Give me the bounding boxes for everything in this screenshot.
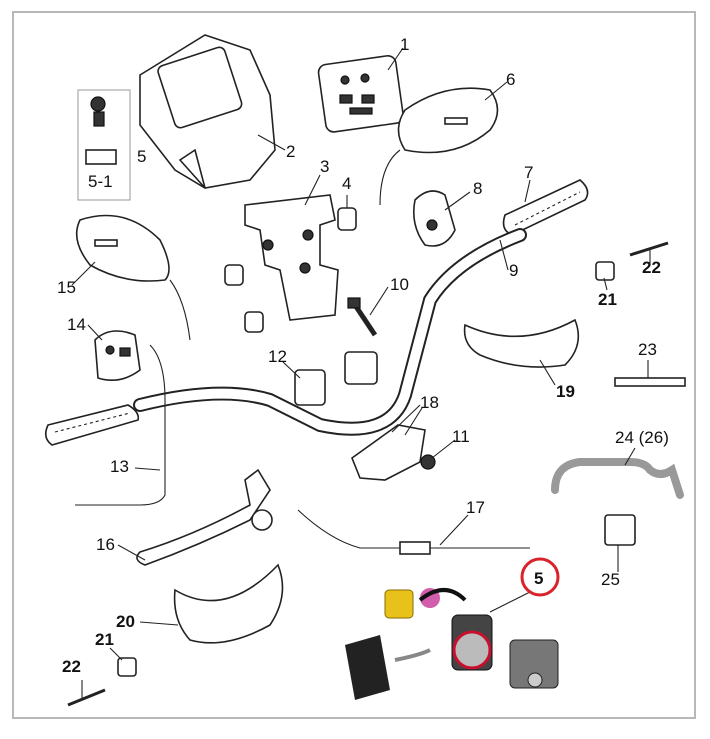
label-22-right: 22 [642, 258, 661, 277]
leader-lines [71, 47, 651, 700]
label-6: 6 [506, 70, 515, 89]
label-21-left: 21 [95, 630, 114, 649]
part-2-speedometer[interactable] [139, 34, 276, 189]
part-8-throttle-housing[interactable] [412, 190, 456, 247]
highlight-circle-5 [520, 557, 560, 597]
part-10-bolt[interactable] [347, 297, 378, 337]
label-3: 3 [320, 157, 329, 176]
label-24-26: 24 (26) [615, 428, 669, 447]
part-17-cable[interactable] [297, 509, 530, 555]
part-14-left-switch[interactable] [94, 330, 141, 381]
part-21-cap-left[interactable] [117, 657, 137, 677]
label-12: 12 [268, 347, 287, 366]
bushing-left-1 [224, 264, 244, 286]
part-16-brake-lever[interactable] [136, 468, 273, 566]
part-23-bar[interactable] [614, 377, 686, 387]
label-16: 16 [96, 535, 115, 554]
part-22-pin-right[interactable] [629, 241, 669, 257]
part-24-handlebar-cover[interactable] [551, 458, 684, 499]
part-12-upper-clamps[interactable] [294, 351, 378, 406]
part-13-cable[interactable] [75, 344, 166, 506]
label-5: 5 [137, 147, 146, 166]
label-19: 19 [556, 382, 575, 401]
label-13: 13 [110, 457, 129, 476]
label-8: 8 [473, 179, 482, 198]
label-10: 10 [390, 275, 409, 294]
part-18-clamp[interactable] [351, 424, 426, 481]
part-19-hand-guard-right[interactable] [463, 318, 580, 368]
label-2: 2 [286, 142, 295, 161]
label-20: 20 [116, 612, 135, 631]
label-5-1: 5-1 [88, 172, 113, 191]
label-15: 15 [57, 278, 76, 297]
label-4: 4 [342, 174, 351, 193]
label-1: 1 [400, 35, 409, 54]
part-1-switch-box[interactable] [317, 55, 404, 133]
part-3-bracket[interactable] [244, 194, 339, 321]
label-7: 7 [524, 163, 533, 182]
part-5-small-kit[interactable] [77, 89, 131, 201]
part-22-pin-left[interactable] [67, 688, 106, 707]
bushing-left-2 [244, 311, 264, 333]
part-25-clip[interactable] [604, 514, 636, 546]
part-4-bushing[interactable] [337, 207, 357, 231]
label-5-highlight: 5 [534, 569, 543, 588]
label-25: 25 [601, 570, 620, 589]
label-23: 23 [638, 340, 657, 359]
part-9-handlebar[interactable] [133, 228, 527, 436]
part-15-left-mirror[interactable] [75, 214, 191, 341]
part-21-cap-right[interactable] [595, 261, 615, 281]
part-20-hand-guard-left[interactable] [173, 563, 284, 644]
label-17: 17 [466, 498, 485, 517]
part-7-right-grip[interactable] [502, 179, 589, 236]
left-grip [44, 404, 140, 446]
part-11-nut[interactable] [420, 454, 436, 470]
label-11: 11 [452, 427, 470, 446]
label-14: 14 [67, 315, 86, 334]
label-18: 18 [420, 393, 439, 412]
label-22-left: 22 [62, 657, 81, 676]
part-6-right-mirror[interactable] [379, 87, 499, 206]
label-9: 9 [509, 261, 518, 280]
label-21-right: 21 [598, 290, 617, 309]
part-5-ignition-lock-set[interactable] [345, 588, 559, 700]
